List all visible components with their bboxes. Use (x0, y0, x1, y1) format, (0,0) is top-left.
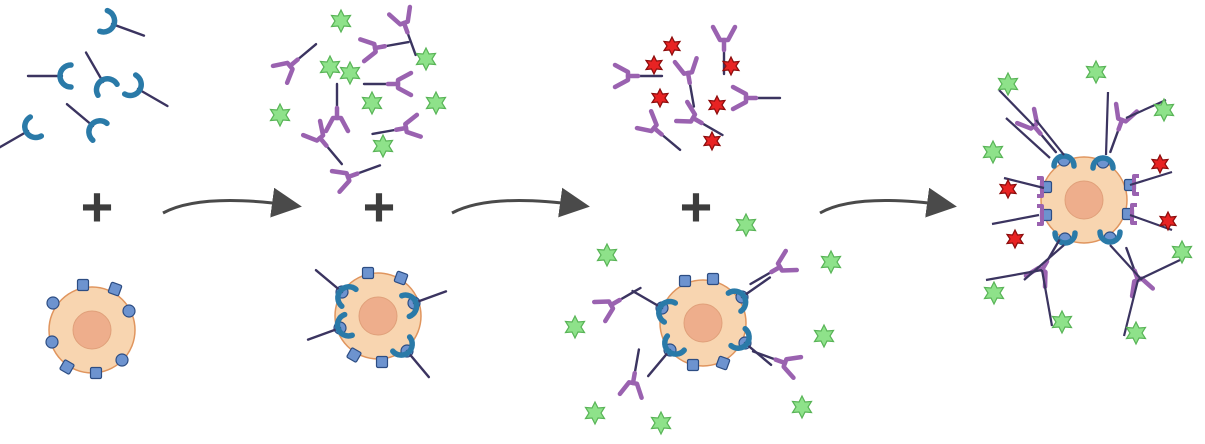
green-star-icon (330, 9, 352, 33)
receptor-icon (45, 335, 59, 349)
green-star-icon (982, 140, 1004, 164)
secondary-antibody-icon (637, 111, 687, 158)
primary-antibody-icon (28, 65, 71, 87)
antibody-complex (1051, 153, 1077, 169)
green-star-icon (1171, 240, 1193, 264)
green-star-icon (650, 411, 672, 435)
primary-antibody-icon (125, 75, 173, 116)
red-star-icon (703, 131, 721, 151)
green-star-icon (564, 315, 586, 339)
panel-1: + (0, 11, 173, 380)
green-star-icon (1085, 60, 1107, 84)
red-star-icon (645, 55, 663, 75)
receptor-icon (706, 272, 720, 286)
primary-antibody-icon (60, 96, 107, 140)
receptor-icon (375, 355, 389, 369)
receptor-icon (686, 358, 700, 372)
receptor-icon (678, 274, 692, 288)
green-star-icon (339, 61, 361, 85)
red-star-icon (708, 95, 726, 115)
cell-icon (564, 213, 842, 435)
secondary-antibodies-group (273, 7, 426, 192)
receptor-icon (115, 353, 129, 367)
receptor-icon (122, 304, 136, 318)
plus-icon: + (680, 175, 713, 238)
red-star-icon (651, 88, 669, 108)
secondary-antibody-icon (326, 84, 348, 131)
cell-icon (304, 262, 449, 384)
secondary-antibody-icon (733, 87, 780, 109)
red-star-icon (663, 36, 681, 56)
green-star-icon (983, 281, 1005, 305)
secondary-antibody-icon (273, 36, 323, 83)
panel-2: + (269, 7, 450, 384)
secondary-antibody-icon (360, 31, 410, 61)
primary-antibody-icon (76, 47, 117, 95)
red-star-icon (1006, 229, 1024, 249)
secondary-antibody-icon (620, 348, 650, 398)
secondary-antibody-icon (745, 251, 797, 294)
green-star-icon (1153, 98, 1175, 122)
secondary-antibody-icon (594, 278, 646, 321)
arrow-icon (451, 187, 590, 218)
green-star-icon (1125, 321, 1147, 345)
secondary-antibody-icon (364, 73, 411, 95)
green-star-icon (361, 91, 383, 115)
receptor-icon (89, 366, 103, 380)
antibody-complex (1052, 230, 1078, 246)
green-star-icon (791, 395, 813, 419)
plus-icon: + (363, 175, 396, 238)
cell-icon (45, 278, 136, 380)
panel-4 (982, 60, 1193, 345)
green-star-icon (372, 134, 394, 158)
plus-icon: + (81, 175, 114, 238)
arrow-icon (819, 187, 957, 218)
red-star-icon (722, 56, 740, 76)
green-star-icon (425, 91, 447, 115)
primary-antibody-icon (0, 117, 41, 158)
secondary-antibody-icon (389, 7, 426, 59)
green-star-icon (319, 55, 341, 79)
primary-antibodies-group (0, 11, 173, 158)
green-star-icon (735, 213, 757, 237)
green-star-icon (415, 47, 437, 71)
unlabeled-secondary-antibodies-group (615, 27, 780, 158)
green-star-icon (269, 103, 291, 127)
red-star-icon (1151, 154, 1169, 174)
secondary-antibody-icon (749, 341, 801, 378)
cell-icon (982, 60, 1193, 345)
secondary-antibody-icon (675, 58, 705, 108)
receptor-icon (361, 266, 375, 280)
panel-3: + (564, 27, 842, 435)
red-star-icon (999, 179, 1017, 199)
green-star-icon (820, 250, 842, 274)
arrow-icon (162, 187, 302, 218)
green-star-icon (584, 401, 606, 425)
receptor-icon (76, 278, 90, 292)
antibody-complex (1090, 155, 1116, 171)
receptor-icon (46, 296, 60, 310)
green-star-icon (813, 324, 835, 348)
antibody-complex (1097, 229, 1123, 245)
green-star-icon (1051, 310, 1073, 334)
primary-antibody-icon (100, 11, 148, 46)
green-star-icon (596, 243, 618, 267)
